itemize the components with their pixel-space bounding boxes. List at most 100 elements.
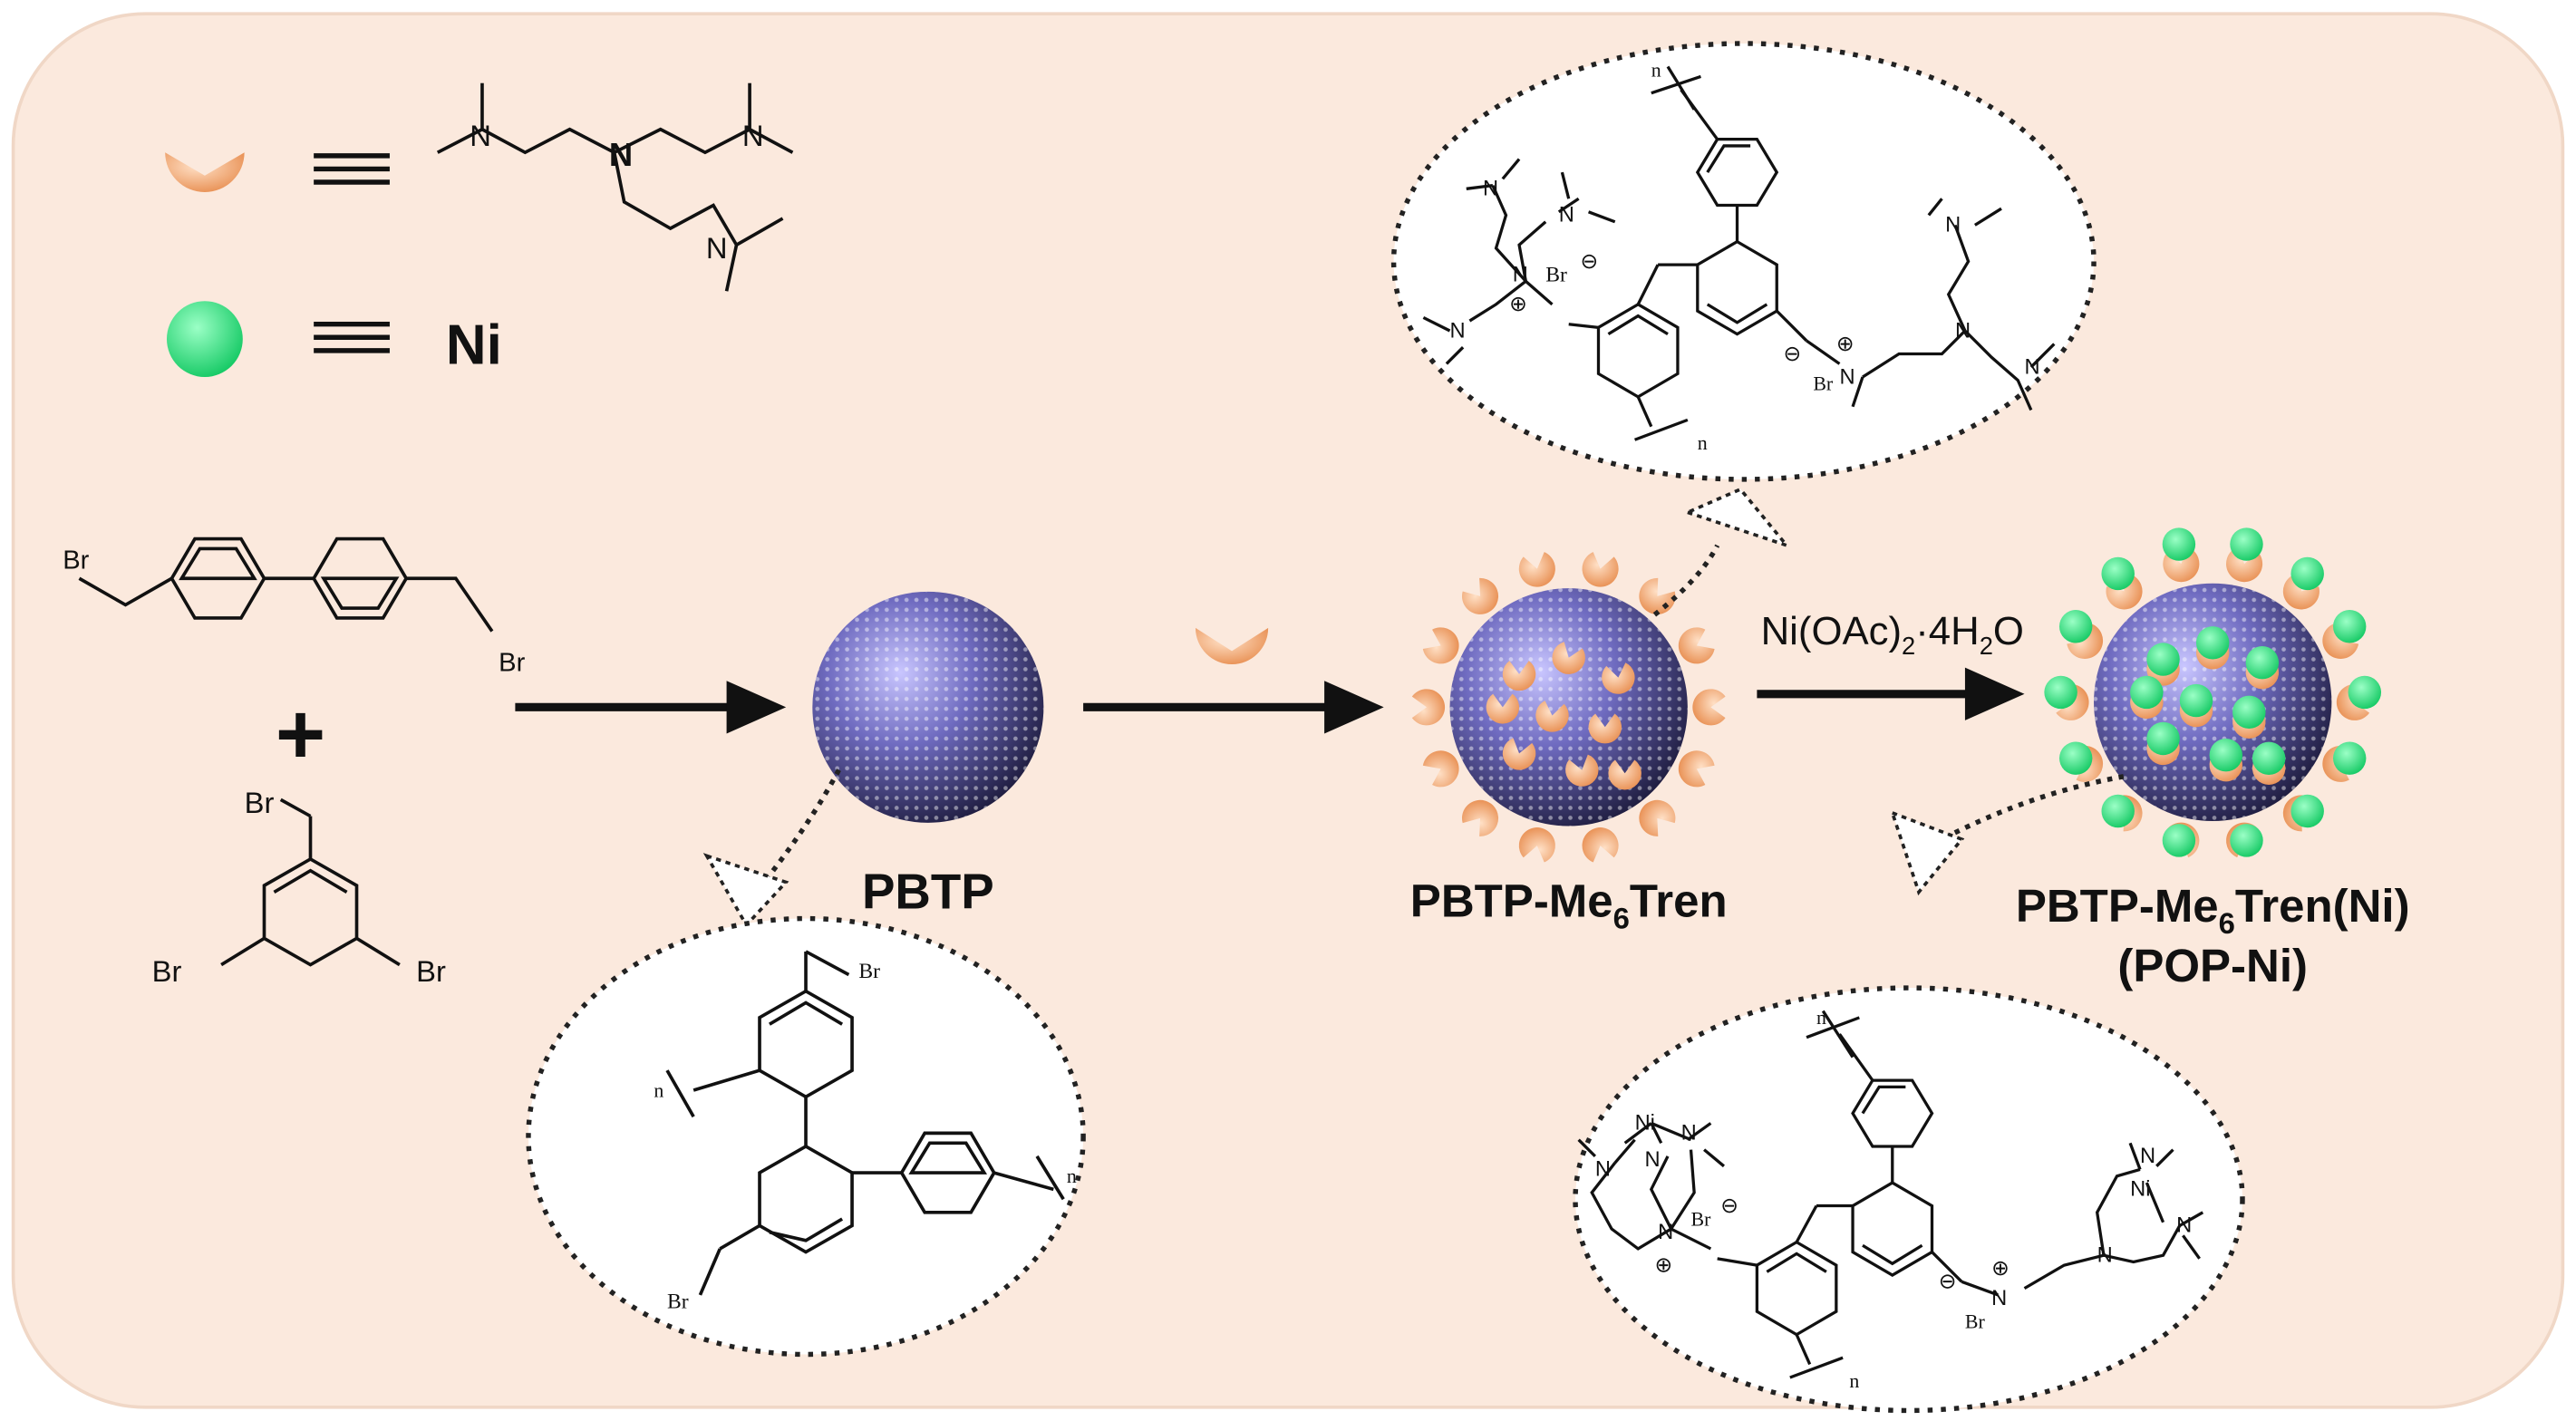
minus-charge: ⊖ bbox=[1939, 1271, 1957, 1294]
ligand-marker-icon bbox=[1411, 689, 1446, 726]
amine-n: N bbox=[1681, 1122, 1697, 1146]
ligand-marker-icon bbox=[1678, 750, 1715, 788]
br-label: Br bbox=[499, 648, 525, 677]
amine-n-3: N bbox=[706, 231, 728, 265]
pop-ni-alias-label: (POP-Ni) bbox=[2117, 940, 2308, 991]
repeat-unit-n: n bbox=[1651, 59, 1661, 81]
quaternary-n: N bbox=[1839, 365, 1855, 389]
nickel-marker-icon bbox=[2179, 683, 2213, 718]
ligand-marker-icon bbox=[1588, 713, 1622, 744]
nickel-marker-icon bbox=[2232, 695, 2266, 730]
ligand-marker-icon bbox=[2106, 573, 2143, 610]
ligand-marker-icon bbox=[1422, 627, 1459, 664]
reaction-arrow-2 bbox=[1083, 681, 1384, 734]
nickel-marker-icon bbox=[2146, 643, 2180, 676]
ligand-marker-icon bbox=[1678, 627, 1715, 664]
br-label: Br bbox=[416, 954, 446, 988]
bromide-label: Br bbox=[1545, 263, 1567, 286]
ligand-ring bbox=[1411, 552, 1726, 863]
ni-complex-structure bbox=[1577, 1010, 2204, 1379]
plus-sign: + bbox=[276, 686, 325, 782]
pop-ni-sphere bbox=[2094, 583, 2332, 822]
pbtp-me6tren-label: PBTP-Me6Tren bbox=[1410, 875, 1728, 935]
ligand-pacman-icon bbox=[165, 152, 245, 192]
ligand-marker-icon bbox=[1582, 827, 1619, 863]
ligand-marker-icon bbox=[2067, 622, 2104, 659]
minus-charge: ⊖ bbox=[1720, 1194, 1738, 1218]
nickel-marker-icon bbox=[2101, 556, 2135, 591]
ammonium-structure bbox=[1422, 65, 2056, 441]
nickel-marker-icon bbox=[2209, 738, 2242, 772]
pop-ni-label: PBTP-Me6Tren(Ni) bbox=[2016, 880, 2410, 940]
me6tren-structure bbox=[436, 82, 794, 292]
nickel-marker-icon bbox=[2058, 741, 2093, 775]
nickel-marker-icon bbox=[2230, 824, 2263, 857]
nickel-dot-icon bbox=[167, 301, 243, 377]
amine-n-1: N bbox=[470, 119, 491, 152]
ni-center: Ni bbox=[2130, 1178, 2150, 1202]
amine-n-2: N bbox=[742, 119, 764, 152]
ni-structure-bubble bbox=[1573, 985, 2245, 1414]
reaction-arrow-1 bbox=[515, 681, 787, 734]
repeat-unit-n: n bbox=[1067, 1165, 1077, 1187]
callout-line-pop-ni bbox=[1941, 774, 2125, 842]
nickel-marker-icon bbox=[2252, 741, 2286, 776]
repeat-unit-n: n bbox=[1849, 1370, 1859, 1392]
ni-center: Ni bbox=[1635, 1112, 1655, 1136]
amine-n: N bbox=[2025, 355, 2040, 379]
nickel-marker-icon bbox=[2230, 527, 2263, 561]
ligand-marker-icon bbox=[1486, 693, 1520, 724]
minus-charge: ⊖ bbox=[1784, 343, 1802, 366]
amine-n: N bbox=[1945, 214, 1961, 237]
pbtp-structure bbox=[665, 950, 1065, 1296]
ligand-marker-icon bbox=[1602, 662, 1635, 694]
ligand-marker-icon bbox=[1518, 827, 1555, 863]
ligand-marker-icon bbox=[1462, 799, 1499, 836]
callout-arrow-pbtp bbox=[702, 853, 789, 928]
amine-n: N bbox=[1559, 204, 1574, 227]
legend: N N N N Ni bbox=[165, 82, 794, 377]
nickel-marker-icon bbox=[2332, 610, 2367, 643]
nickel-dots bbox=[2044, 527, 2382, 857]
ligand-marker-icon bbox=[1582, 552, 1619, 587]
pbtp-sphere bbox=[812, 591, 1044, 823]
nickel-marker-icon bbox=[2195, 626, 2230, 660]
pbtp-label: PBTP bbox=[862, 865, 994, 920]
amine-n: N bbox=[2140, 1145, 2155, 1168]
ligand-equiv-sign bbox=[314, 153, 390, 185]
minus-charge: ⊖ bbox=[1580, 250, 1598, 274]
ligand-marker-icon bbox=[1462, 577, 1499, 614]
nickel-marker-icon bbox=[2290, 794, 2324, 828]
nickel-marker-icon bbox=[2146, 721, 2180, 756]
nickel-marker-icon bbox=[2101, 794, 2135, 828]
me6tren-structure-bubble bbox=[1390, 41, 2097, 482]
ligand-marker-icon bbox=[1422, 750, 1459, 788]
plus-charge: ⊕ bbox=[1654, 1253, 1672, 1277]
amine-n: N bbox=[1595, 1158, 1611, 1182]
plus-charge: ⊕ bbox=[1509, 293, 1527, 316]
monomer-tribromomesitylene bbox=[220, 798, 401, 967]
amine-n: N bbox=[1645, 1148, 1661, 1172]
nickel-marker-icon bbox=[2162, 824, 2196, 857]
amine-n: N bbox=[2097, 1243, 2113, 1267]
ligand-marker-icon bbox=[1608, 759, 1641, 790]
nickel-legend-label: Ni bbox=[446, 314, 502, 376]
br-label: Br bbox=[245, 786, 275, 819]
nickel-marker-icon bbox=[2162, 527, 2196, 561]
br-label: Br bbox=[152, 954, 182, 988]
repeat-unit-n: n bbox=[1698, 432, 1708, 454]
callout-line-me6tren bbox=[1652, 544, 1720, 617]
reaction-arrow-3 bbox=[1757, 667, 2025, 720]
quaternary-n: N bbox=[1658, 1221, 1673, 1244]
ligand-marker-icon bbox=[1502, 661, 1536, 691]
ligand-marker-icon bbox=[1692, 689, 1726, 726]
repeat-unit-n: n bbox=[1816, 1007, 1826, 1029]
nickel-marker-icon bbox=[2245, 645, 2280, 680]
br-label: Br bbox=[63, 546, 89, 575]
nickel-marker-icon bbox=[2044, 675, 2077, 710]
ligand-marker-icon bbox=[1565, 754, 1599, 787]
nickel-marker-icon bbox=[2332, 741, 2367, 775]
nickel-marker-icon bbox=[2058, 610, 2093, 643]
